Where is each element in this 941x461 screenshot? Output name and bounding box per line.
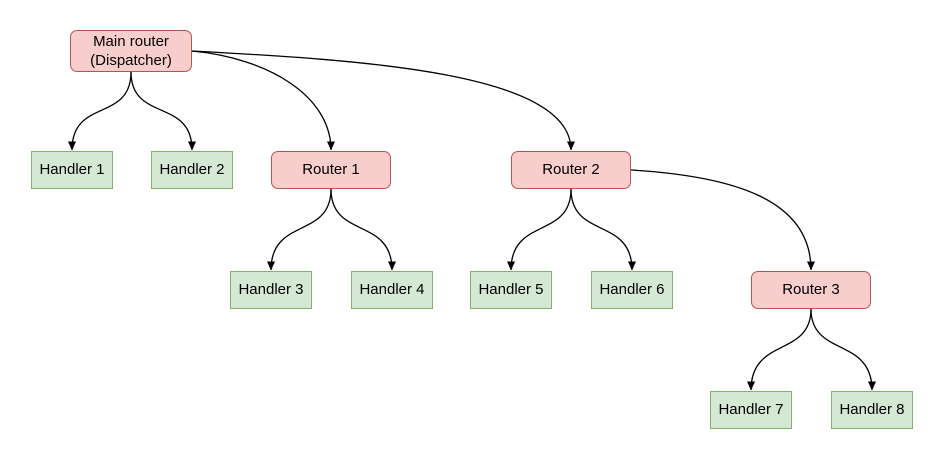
- edge-router-1-to-handler-4: [330, 188, 396, 271]
- node-main-router: Main router (Dispatcher): [70, 30, 192, 72]
- node-router-1: Router 1: [271, 151, 391, 189]
- node-handler-8: Handler 8: [831, 391, 913, 429]
- edge-router-2-to-router-3: [630, 169, 815, 271]
- node-handler-7: Handler 7: [710, 391, 792, 429]
- edge-router-1-to-handler-3: [267, 188, 332, 271]
- node-handler-2: Handler 2: [151, 151, 233, 189]
- edge-router-3-to-handler-7: [747, 308, 812, 391]
- node-handler-6: Handler 6: [591, 271, 673, 309]
- edge-router-2-to-handler-6: [570, 188, 636, 271]
- edge-main-router-to-handler-2: [130, 71, 196, 151]
- node-handler-4: Handler 4: [351, 271, 433, 309]
- edge-main-router-to-handler-1: [68, 71, 132, 151]
- edge-router-3-to-handler-8: [810, 308, 876, 391]
- node-handler-5: Handler 5: [470, 271, 552, 309]
- node-router-2: Router 2: [511, 151, 631, 189]
- node-handler-1: Handler 1: [31, 151, 113, 189]
- node-router-3: Router 3: [751, 271, 871, 309]
- edge-router-2-to-handler-5: [507, 188, 572, 271]
- node-handler-3: Handler 3: [230, 271, 312, 309]
- edge-main-router-to-router-1: [191, 50, 335, 151]
- edge-main-router-to-router-2: [191, 50, 575, 151]
